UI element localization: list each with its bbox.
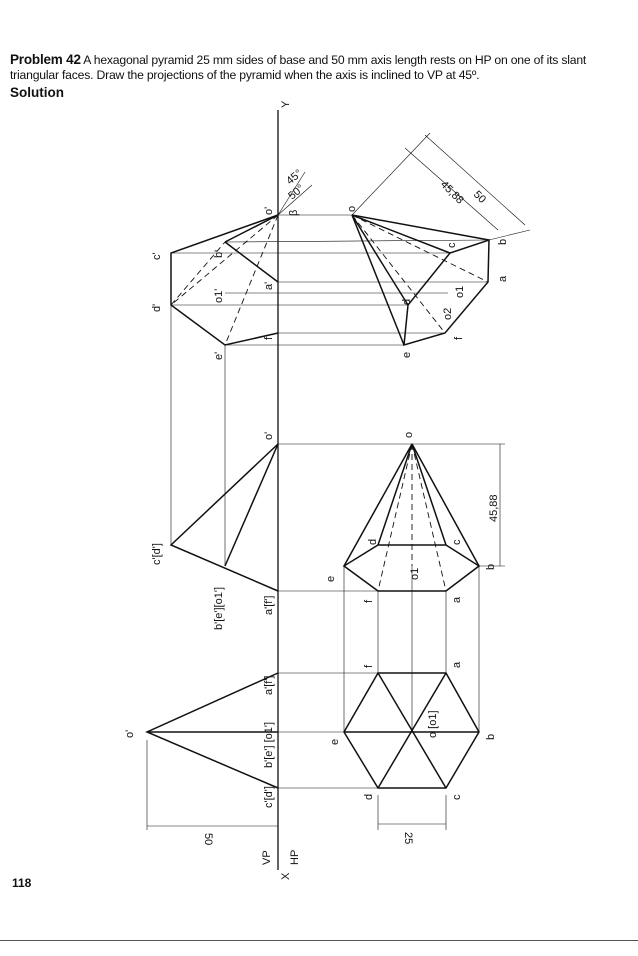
label: d	[367, 539, 379, 545]
label: o	[403, 432, 415, 438]
label-hp: HP	[289, 850, 301, 865]
label-beta: β	[288, 210, 300, 216]
label: e	[401, 352, 413, 358]
dimension-50: 50	[202, 833, 214, 845]
label: e	[329, 739, 341, 745]
label: d'	[151, 304, 163, 312]
label: e'	[213, 352, 225, 360]
label: f	[453, 336, 465, 340]
label: o	[346, 206, 358, 212]
label: o1	[409, 568, 421, 580]
label-y: Y	[280, 100, 292, 108]
label: o'	[124, 730, 136, 738]
label: o'	[263, 207, 275, 215]
footer-divider	[0, 940, 638, 941]
label: a	[451, 661, 463, 668]
label: o2	[442, 308, 454, 320]
label: a'[f']	[263, 676, 275, 696]
label: f	[363, 664, 375, 668]
hidden-lines	[170, 214, 489, 592]
label: b	[485, 564, 497, 570]
label: d	[363, 794, 375, 800]
dimension-45-88-apparent: 45,88	[438, 179, 466, 207]
label: a	[497, 275, 509, 282]
label: b	[485, 734, 497, 740]
label: c	[451, 539, 463, 545]
problem-label: Problem 42	[10, 52, 81, 67]
label: a'	[263, 282, 275, 290]
label: a'[f']	[263, 596, 275, 616]
label: f	[363, 599, 375, 603]
angle-45: 45°	[284, 167, 304, 187]
label: d	[401, 299, 413, 305]
label: o1	[454, 286, 466, 298]
label-x: X	[280, 872, 292, 880]
label: c	[451, 794, 463, 800]
dimension-45-88: 45,88	[488, 494, 500, 522]
dimension-25: 25	[402, 832, 414, 844]
page-number: 118	[12, 876, 32, 890]
label: c	[446, 242, 458, 248]
solution-heading: Solution	[10, 85, 64, 100]
problem-statement: Problem 42 A hexagonal pyramid 25 mm sid…	[10, 52, 632, 83]
label: c'[d']	[151, 543, 163, 565]
label: b'	[213, 250, 225, 258]
dimension-50-true-length: 50	[471, 189, 488, 206]
label: e	[325, 576, 337, 582]
label: a	[451, 596, 463, 603]
label: o [o1]	[427, 710, 439, 738]
problem-text: A hexagonal pyramid 25 mm sides of base …	[10, 53, 587, 82]
label: b'[e'][o1']	[213, 587, 225, 630]
drawing-labels: Y X VP HP o' c'[d'] b'[e'] [o1'] a'[f'] …	[124, 100, 509, 880]
label: f'	[263, 335, 275, 340]
label: c'	[151, 252, 163, 260]
label: o1'	[213, 289, 225, 303]
label: c'[d']	[263, 786, 275, 808]
object-lines	[145, 214, 490, 789]
label: o'	[263, 432, 275, 440]
label: b'[e'] [o1']	[263, 722, 275, 768]
label-vp: VP	[261, 850, 273, 865]
projector-lines	[146, 132, 531, 830]
label: b	[497, 239, 509, 245]
